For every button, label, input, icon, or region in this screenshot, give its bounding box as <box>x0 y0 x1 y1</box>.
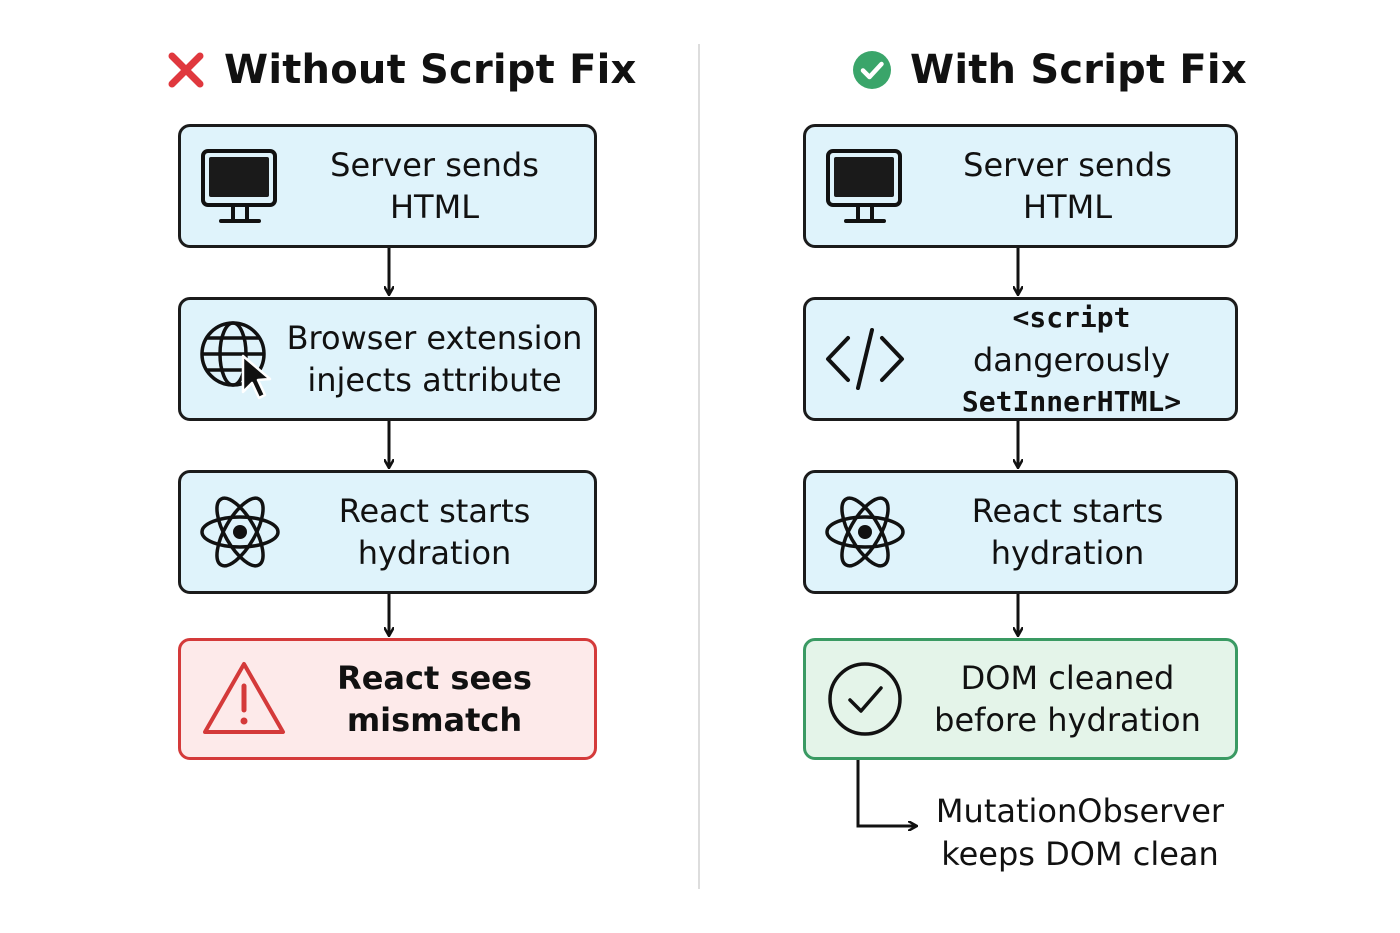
step-label: React starts hydration <box>910 473 1225 591</box>
left-step-browser-extension: Browser extension injects attribute <box>178 297 597 421</box>
step-label: Browser extension injects attribute <box>285 300 584 418</box>
code-icon <box>826 328 904 390</box>
step-label-line2: injects attribute <box>307 361 562 399</box>
step-label: React starts hydration <box>285 473 584 591</box>
react-atom-icon <box>825 496 905 568</box>
step-label-line1: <script dangerously <box>918 295 1225 381</box>
step-label: Server sends HTML <box>910 127 1225 245</box>
step-label-line2: before hydration <box>934 701 1201 739</box>
right-arrow-observer <box>856 760 916 826</box>
check-circle-outline-icon <box>828 662 902 736</box>
step-label-line2: HTML <box>389 188 480 226</box>
right-heading-text: With Script Fix <box>910 47 1247 93</box>
step-label-line2: hydration <box>990 534 1145 572</box>
step-label-line1: React starts <box>971 492 1164 530</box>
step-label: DOM cleaned before hydration <box>910 641 1225 757</box>
right-step-react-starts-hydration: React starts hydration <box>803 470 1238 594</box>
note-line1: MutationObserver <box>935 792 1225 830</box>
step-label-line2: hydration <box>357 534 512 572</box>
step-label-line1: DOM cleaned <box>960 659 1175 697</box>
step-label-line1: Browser extension <box>286 319 583 357</box>
column-divider <box>698 44 700 889</box>
left-step-server-sends-html: Server sends HTML <box>178 124 597 248</box>
step-label-line1: React sees <box>337 659 532 697</box>
left-step-react-starts-hydration: React starts hydration <box>178 470 597 594</box>
left-step-react-sees-mismatch: React sees mismatch <box>178 638 597 760</box>
step-label-line1: Server sends <box>330 146 539 184</box>
step-label: React sees mismatch <box>285 641 584 757</box>
step-label: Server sends HTML <box>285 127 584 245</box>
note-line2: keeps DOM clean <box>941 835 1219 873</box>
right-heading: With Script Fix <box>852 40 1247 100</box>
script-attr-end-text: SetInnerHTML> <box>961 385 1182 418</box>
warning-icon <box>203 662 285 734</box>
check-circle-icon <box>853 51 891 89</box>
right-step-dom-cleaned: DOM cleaned before hydration <box>803 638 1238 760</box>
step-label-line2: HTML <box>1022 188 1113 226</box>
globe-cursor-icon <box>200 321 272 400</box>
step-label-line1: Server sends <box>963 146 1172 184</box>
cross-icon <box>168 52 204 88</box>
step-label-line1: React starts <box>338 492 531 530</box>
monitor-icon <box>201 149 277 223</box>
mutation-observer-note: MutationObserver keeps DOM clean <box>925 790 1235 876</box>
left-heading: Without Script Fix <box>166 40 637 100</box>
script-attr-text: dangerously <box>972 341 1170 379</box>
monitor-icon <box>826 149 902 223</box>
right-step-script-dangerously-set-inner-html: <script dangerously SetInnerHTML> <box>803 297 1238 421</box>
right-step-server-sends-html: Server sends HTML <box>803 124 1238 248</box>
left-heading-text: Without Script Fix <box>224 47 637 93</box>
script-tag-text: <script <box>1012 301 1131 334</box>
step-label-line2: SetInnerHTML> <box>962 381 1181 423</box>
step-label-line2: mismatch <box>346 701 523 739</box>
react-atom-icon <box>200 496 280 568</box>
step-label: <script dangerously SetInnerHTML> <box>918 300 1225 418</box>
